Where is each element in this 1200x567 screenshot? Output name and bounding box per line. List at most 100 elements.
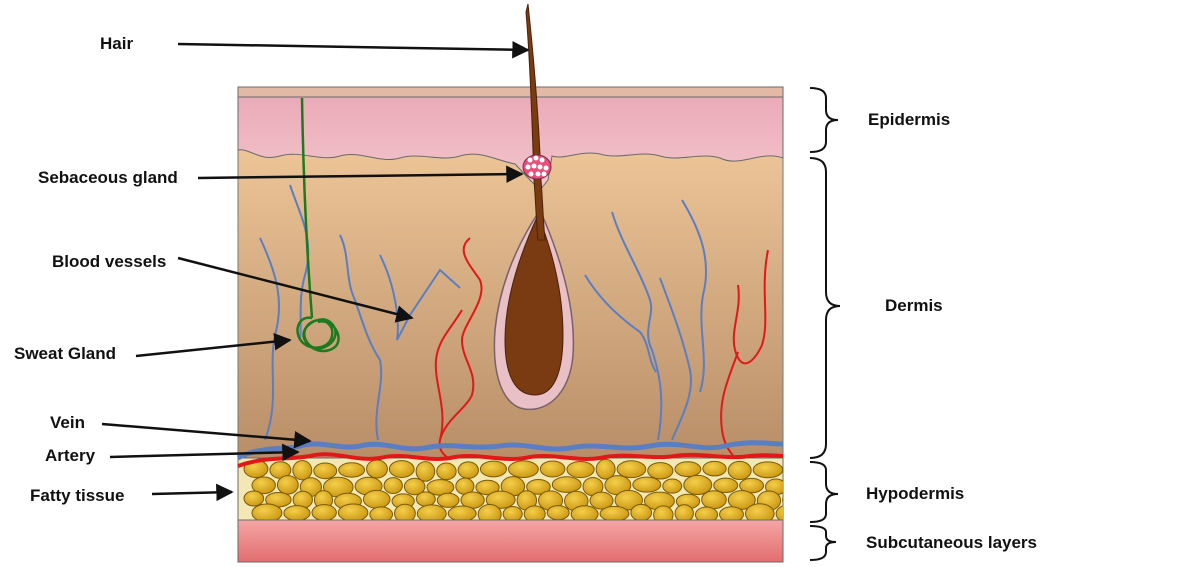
epidermis-layer <box>237 87 784 191</box>
label-fatty-tissue: Fatty tissue <box>30 486 124 505</box>
fat-cell <box>683 474 713 495</box>
fat-cell <box>694 506 719 520</box>
label-blood-vessels: Blood vessels <box>52 252 166 271</box>
fat-cell <box>415 461 436 482</box>
fat-cell <box>785 463 809 480</box>
fat-cell <box>595 458 616 480</box>
label-sebaceous-gland: Sebaceous gland <box>38 168 178 187</box>
layer-label-epidermis: Epidermis <box>868 110 950 129</box>
fat-cell <box>383 477 403 495</box>
fat-cell <box>570 505 599 520</box>
fat-cell <box>630 503 653 520</box>
arrow-artery <box>109 443 300 462</box>
fat-cell <box>616 460 647 479</box>
fat-cell <box>243 490 265 507</box>
fat-cell <box>251 503 283 520</box>
hair-shaft <box>525 3 546 241</box>
fat-cell <box>546 505 570 520</box>
fat-cell <box>719 506 744 520</box>
fat-cell <box>276 475 299 495</box>
fat-cell <box>632 476 662 493</box>
fat-cell <box>415 491 436 507</box>
fat-cell <box>477 504 502 520</box>
fat-cell <box>551 476 582 493</box>
fat-cell <box>782 496 783 504</box>
pointer-arrows <box>101 40 530 502</box>
fat-cell <box>292 460 313 481</box>
arrow-hair <box>177 40 530 59</box>
fat-cell <box>727 460 752 480</box>
fat-cell <box>589 491 614 510</box>
fat-cell <box>457 461 479 479</box>
fat-cell <box>775 505 783 520</box>
artery-line <box>237 452 784 468</box>
fat-cell <box>674 504 694 520</box>
fat-cell <box>502 505 523 520</box>
fat-cell <box>702 460 727 477</box>
arterial-capillaries <box>434 237 769 459</box>
arrow-sweat-gland <box>135 332 292 358</box>
fat-cell <box>479 460 508 478</box>
subcutaneous-layer <box>237 519 784 563</box>
label-sweat-gland: Sweat Gland <box>14 344 116 363</box>
fat-cell <box>485 490 516 509</box>
fat-cell <box>662 478 683 494</box>
brace-subcutaneous <box>809 525 837 561</box>
fat-cell <box>362 489 391 509</box>
fat-cell <box>366 459 388 479</box>
brace-dermis <box>809 157 841 459</box>
arrow-sebaceous-gland <box>197 165 524 183</box>
fat-cell <box>713 477 739 493</box>
fat-cell <box>251 476 276 495</box>
fat-cell <box>523 505 546 520</box>
layer-braces <box>809 87 841 561</box>
fat-cell <box>475 479 500 496</box>
arrow-blood-vessels <box>177 256 414 323</box>
brace-epidermis <box>809 87 839 153</box>
fat-cell <box>337 503 369 520</box>
vein-line <box>236 440 784 461</box>
fat-cell <box>653 505 674 520</box>
fat-cell <box>283 505 311 520</box>
hair-follicle <box>493 3 575 411</box>
label-vein: Vein <box>50 413 85 432</box>
fat-cell <box>508 460 539 479</box>
fat-cell <box>739 477 765 494</box>
fat-cell <box>338 462 366 478</box>
fat-cell <box>311 504 337 520</box>
label-hair: Hair <box>100 34 133 53</box>
fat-cell <box>701 490 727 510</box>
label-artery: Artery <box>45 446 96 465</box>
fat-cell <box>752 461 783 479</box>
fat-cell <box>539 460 566 478</box>
fat-cell <box>369 506 394 520</box>
brace-hypodermis <box>809 461 839 523</box>
arrow-fatty-tissue <box>151 483 234 502</box>
fat-cell <box>436 462 457 481</box>
sweat-gland <box>296 97 340 353</box>
epidermis-top-band <box>237 86 784 98</box>
layer-label-subcutaneous: Subcutaneous layers <box>866 533 1037 552</box>
fat-cell <box>614 489 643 511</box>
fat-cell <box>744 503 775 520</box>
fat-cell <box>647 462 674 480</box>
arrow-vein <box>101 422 312 449</box>
fat-cell <box>394 503 416 520</box>
fat-cell <box>403 477 426 496</box>
fat-cell <box>313 462 338 480</box>
layer-label-dermis: Dermis <box>885 296 943 315</box>
fatty-tissue-layer <box>237 457 809 521</box>
sebaceous-gland <box>522 154 552 180</box>
layer-label-hypodermis: Hypodermis <box>866 484 964 503</box>
blood-vessels <box>259 184 707 441</box>
fat-cell <box>566 460 595 479</box>
fat-cell <box>674 461 702 478</box>
fat-cell <box>526 479 551 495</box>
fat-cell <box>599 505 630 520</box>
fat-cell <box>447 505 477 520</box>
fat-cell <box>416 504 447 520</box>
fat-cell <box>727 490 756 510</box>
fat-cell <box>436 492 460 508</box>
fat-cell <box>388 460 415 478</box>
